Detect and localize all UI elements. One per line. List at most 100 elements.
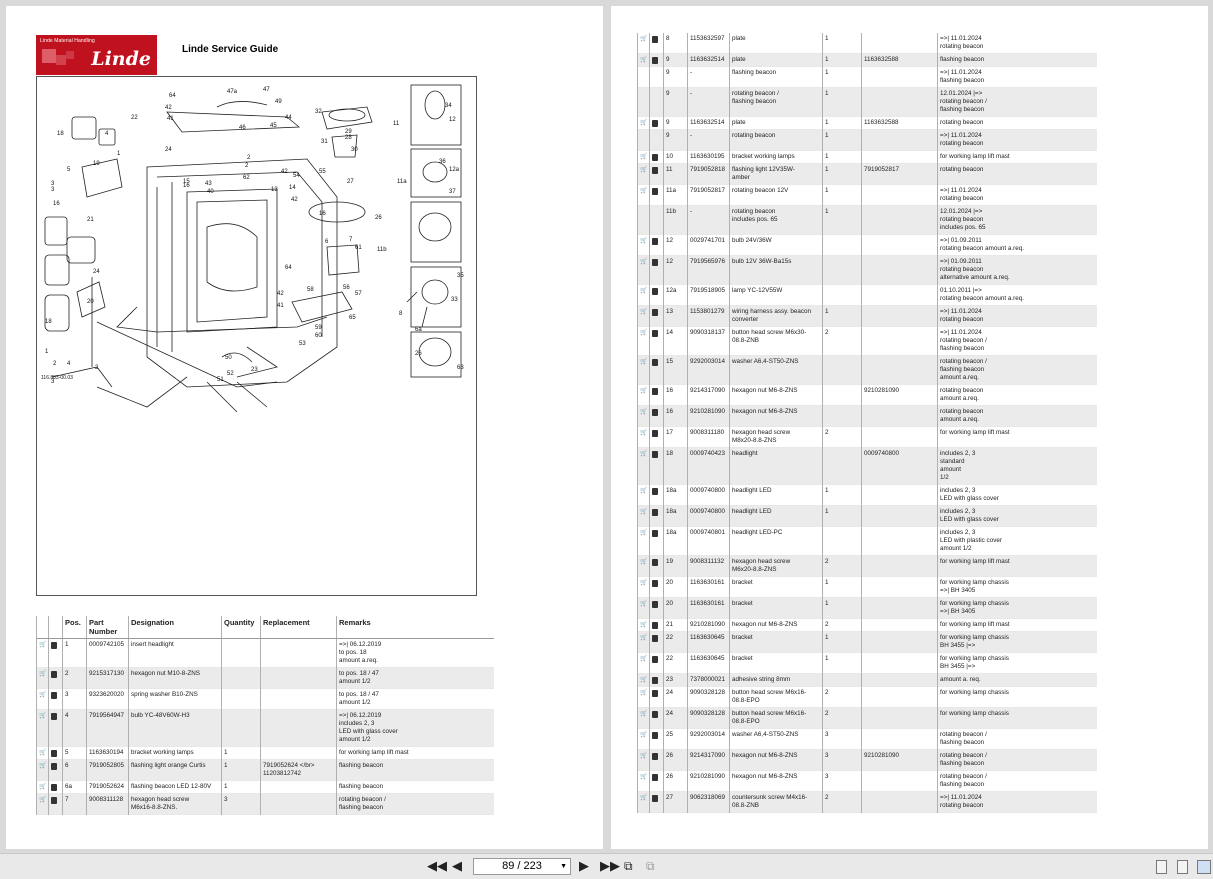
diagram-callout-label: 53: [299, 341, 306, 347]
document-cell: [649, 749, 664, 771]
document-icon[interactable]: [652, 57, 658, 64]
document-icon[interactable]: [51, 763, 57, 770]
document-icon[interactable]: [652, 711, 658, 718]
next-page-icon[interactable]: ▶: [579, 858, 589, 873]
cart-icon[interactable]: 🛒: [39, 642, 47, 648]
document-icon[interactable]: [652, 635, 658, 642]
document-icon[interactable]: [652, 288, 658, 295]
document-cell: [649, 53, 664, 67]
document-icon[interactable]: [51, 750, 57, 757]
cart-icon[interactable]: 🛒: [640, 656, 648, 662]
document-icon[interactable]: [652, 601, 658, 608]
cart-icon[interactable]: 🛒: [640, 430, 648, 436]
cart-icon[interactable]: 🛒: [640, 330, 648, 336]
pos-cell: 14: [663, 326, 688, 356]
cart-icon[interactable]: 🛒: [640, 359, 648, 365]
cart-icon[interactable]: 🛒: [39, 750, 47, 756]
cart-icon[interactable]: 🛒: [640, 388, 648, 394]
cart-icon[interactable]: 🛒: [640, 732, 648, 738]
cart-icon[interactable]: 🛒: [640, 188, 648, 194]
cart-icon[interactable]: 🛒: [640, 120, 648, 126]
cart-icon[interactable]: 🛒: [39, 671, 47, 677]
cart-icon[interactable]: 🛒: [640, 488, 648, 494]
document-icon[interactable]: [652, 120, 658, 127]
document-icon[interactable]: [652, 36, 658, 43]
cart-icon[interactable]: 🛒: [39, 713, 47, 719]
document-icon[interactable]: [51, 797, 57, 804]
cart-icon[interactable]: 🛒: [640, 36, 648, 42]
cart-icon[interactable]: 🛒: [640, 677, 648, 683]
document-icon[interactable]: [652, 580, 658, 587]
cart-icon[interactable]: 🛒: [39, 797, 47, 803]
cart-icon[interactable]: 🛒: [640, 57, 648, 63]
cart-icon[interactable]: 🛒: [39, 692, 47, 698]
document-icon[interactable]: [652, 656, 658, 663]
document-icon[interactable]: [652, 238, 658, 245]
single-page-view-icon[interactable]: [1156, 860, 1167, 874]
document-icon[interactable]: [652, 753, 658, 760]
continuous-view-icon[interactable]: [1177, 860, 1188, 874]
document-icon[interactable]: [652, 677, 658, 684]
document-icon[interactable]: [652, 795, 658, 802]
document-icon[interactable]: [51, 671, 57, 678]
document-icon[interactable]: [652, 259, 658, 266]
cart-icon[interactable]: 🛒: [640, 635, 648, 641]
cart-icon[interactable]: 🛒: [640, 690, 648, 696]
cart-icon[interactable]: 🛒: [640, 154, 648, 160]
diagram-callout-label: 4: [67, 361, 71, 367]
cart-icon[interactable]: 🛒: [640, 509, 648, 515]
last-page-icon[interactable]: ▶▶: [600, 858, 620, 873]
cart-icon[interactable]: 🛒: [640, 167, 648, 173]
cart-icon[interactable]: 🛒: [640, 309, 648, 315]
document-icon[interactable]: [652, 488, 658, 495]
page-number-select[interactable]: 89 / 223 ▼: [473, 858, 571, 875]
two-page-view-icon[interactable]: [1197, 860, 1211, 874]
document-icon[interactable]: [652, 690, 658, 697]
cart-icon[interactable]: 🛒: [640, 711, 648, 717]
fit-view-icon[interactable]: ⧉: [646, 859, 655, 873]
document-icon[interactable]: [652, 774, 658, 781]
pos-cell: 18: [663, 447, 688, 485]
cart-icon[interactable]: 🛒: [640, 238, 648, 244]
cart-icon[interactable]: 🛒: [640, 795, 648, 801]
rotate-view-icon[interactable]: ⧉: [624, 859, 633, 873]
cart-icon[interactable]: 🛒: [640, 580, 648, 586]
cart-icon[interactable]: 🛒: [640, 530, 648, 536]
document-icon[interactable]: [51, 784, 57, 791]
cart-icon[interactable]: 🛒: [640, 601, 648, 607]
document-icon[interactable]: [652, 330, 658, 337]
cart-icon[interactable]: 🛒: [640, 774, 648, 780]
document-icon[interactable]: [652, 622, 658, 629]
document-icon[interactable]: [652, 409, 658, 416]
document-icon[interactable]: [652, 430, 658, 437]
cart-icon[interactable]: 🛒: [39, 763, 47, 769]
cart-icon[interactable]: 🛒: [640, 753, 648, 759]
cart-icon[interactable]: 🛒: [640, 259, 648, 265]
document-icon[interactable]: [652, 732, 658, 739]
document-icon[interactable]: [652, 359, 658, 366]
document-icon[interactable]: [652, 188, 658, 195]
document-icon[interactable]: [652, 154, 658, 161]
remarks-cell: 12.01.2024 |=> rotating beacon / flashin…: [937, 87, 1097, 117]
cart-icon[interactable]: 🛒: [640, 409, 648, 415]
diagram-callout-label: 62: [243, 175, 250, 181]
cart-icon[interactable]: 🛒: [640, 622, 648, 628]
document-icon[interactable]: [652, 388, 658, 395]
part-number-cell: 9090318137: [687, 326, 730, 356]
document-icon[interactable]: [51, 642, 57, 649]
cart-icon[interactable]: 🛒: [640, 451, 648, 457]
cart-icon[interactable]: 🛒: [640, 559, 648, 565]
cart-icon[interactable]: 🛒: [640, 288, 648, 294]
document-icon[interactable]: [652, 309, 658, 316]
document-icon[interactable]: [652, 509, 658, 516]
document-icon[interactable]: [652, 167, 658, 174]
document-icon[interactable]: [652, 559, 658, 566]
document-icon[interactable]: [51, 713, 57, 720]
previous-page-icon[interactable]: ◀: [452, 858, 462, 873]
document-icon[interactable]: [51, 692, 57, 699]
document-icon[interactable]: [652, 451, 658, 458]
cart-icon[interactable]: 🛒: [39, 784, 47, 790]
document-icon[interactable]: [652, 530, 658, 537]
first-page-icon[interactable]: ◀◀: [427, 858, 447, 873]
